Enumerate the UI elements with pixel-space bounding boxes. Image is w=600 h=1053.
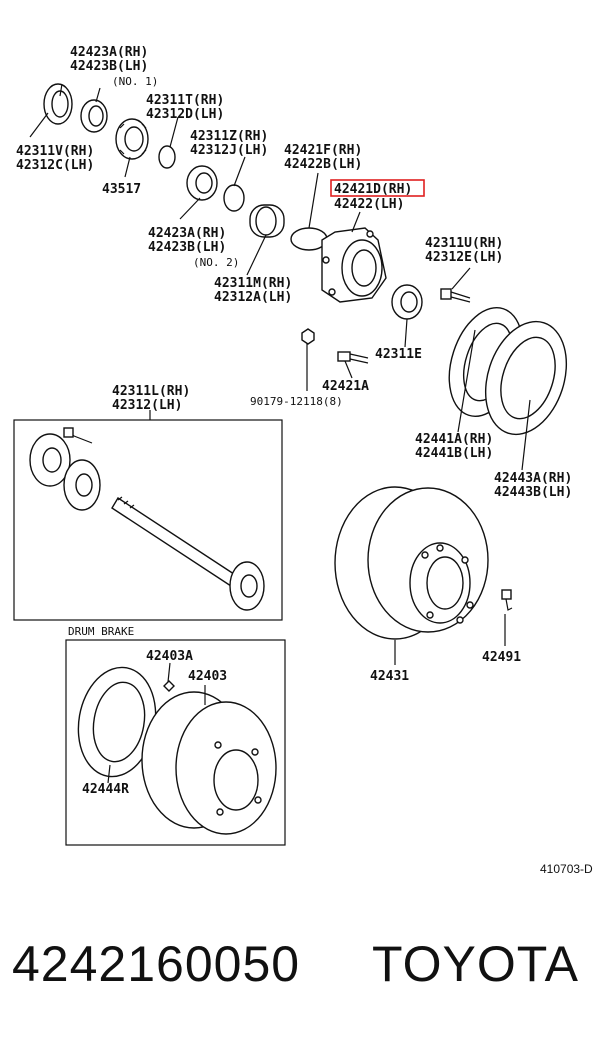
hub-bearing-part [249,204,285,238]
part-label: 42312A(LH) [214,290,292,305]
section-title: DRUM BRAKE [68,625,134,638]
part-label: 42311Z(RH) [190,129,268,144]
drum-brake-box [65,639,286,846]
part-label: 42441B(LH) [415,446,493,461]
part-label: (NO. 2) [193,256,239,269]
part-label: 42443A(RH) [494,471,572,486]
part-label: 42311U(RH) [425,236,503,251]
diagram-code: 410703-D [540,862,593,876]
part-label: 42421F(RH) [284,143,362,158]
brake-disc-part [334,486,489,640]
axle-shaft-part [29,427,265,611]
bearing-retainer-part [321,227,387,303]
nut-part [301,328,315,345]
spacer-ring-part [223,184,245,212]
part-label: 42403A [146,649,193,664]
part-label: 42423A(RH) [70,45,148,60]
part-label: 42312D(LH) [146,107,224,122]
part-label: 42423A(RH) [148,226,226,241]
snap-ring-part [158,145,176,169]
part-number: 4242160050 [12,936,301,992]
part-label: 42311E [375,347,422,362]
part-label: 42423B(LH) [148,240,226,255]
part-label: (NO. 1) [112,75,158,88]
part-label: 42311T(RH) [146,93,224,108]
bearing-cup-part [186,165,218,201]
part-label: 42422(LH) [334,197,404,212]
part-label: 42311V(RH) [16,144,94,159]
part-label: 42403 [188,669,227,684]
part-label: 42444R [82,782,129,797]
highlighted-part-label: 42421D(RH) [334,182,412,197]
brake-drum-part [141,691,277,835]
part-label: 42312J(LH) [190,143,268,158]
part-label: 90179-12118(8) [250,395,343,408]
brand-name: TOYOTA [372,936,579,992]
roller-bearing-part [115,118,149,160]
part-label: 42431 [370,669,409,684]
part-label: 42443B(LH) [494,485,572,500]
backing-plate-part [484,320,568,436]
part-label: 42423B(LH) [70,59,148,74]
part-label: 42312C(LH) [16,158,94,173]
part-label: 42311M(RH) [214,276,292,291]
part-label: 42421A [322,379,369,394]
footer: 4242160050 TOYOTA [0,935,600,1025]
highlight-box [330,179,425,197]
screw-part [501,589,513,611]
part-label: 42491 [482,650,521,665]
part-label: 43517 [102,182,141,197]
axle-shaft-box [13,419,283,621]
bearing-cone-part [80,99,108,133]
part-label: 42312(LH) [112,398,182,413]
bolt-part [440,288,471,303]
part-label: 42422B(LH) [284,157,362,172]
bushing-part [391,284,423,320]
drum-clip-part [163,680,175,692]
oil-seal-part [43,83,73,125]
part-label: 42441A(RH) [415,432,493,447]
part-label: 42312E(LH) [425,250,503,265]
part-label: 42311L(RH) [112,384,190,399]
stud-bolt-part [337,351,369,364]
